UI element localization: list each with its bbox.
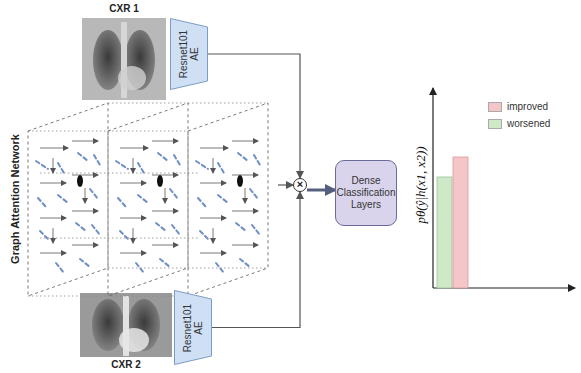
node-label: Resnet101 AE (182, 299, 204, 357)
node-label: Resnet101 AE (178, 25, 200, 83)
legend-text: improved (507, 101, 548, 112)
xray-image: CXR 1 (82, 2, 166, 100)
axis-label: pθ(ŷ|h(x1, x2)) (413, 146, 429, 223)
legend-text: worsened (507, 118, 550, 129)
connector-arrow (212, 192, 300, 328)
dense-box: Dense Classification Layers (335, 160, 397, 226)
node-label: Dense Classification Layers (337, 175, 396, 211)
legend-entry: improved (488, 101, 548, 112)
encoder-trapezoid: Resnet101 AE (170, 18, 208, 90)
node-label: × (294, 179, 306, 191)
product-operator: × (293, 178, 307, 192)
connector-arrow (278, 184, 293, 185)
legend-swatch (488, 119, 502, 129)
legend-entry: worsened (488, 118, 550, 129)
node-label: Graph Attention Network (9, 134, 21, 264)
graph-network: Graph Attention Network (6, 100, 278, 298)
node-label: CXR 2 (80, 359, 172, 371)
connector-arrow (208, 54, 300, 178)
trapezoid-shape (175, 291, 212, 365)
xray-image: CXR 2 (80, 293, 172, 372)
encoder-trapezoid: Resnet101 AE (174, 290, 212, 365)
connector-arrow (307, 189, 335, 192)
node-label: CXR 1 (82, 2, 166, 15)
legend-swatch (488, 102, 502, 112)
trapezoid-shape (171, 19, 208, 90)
